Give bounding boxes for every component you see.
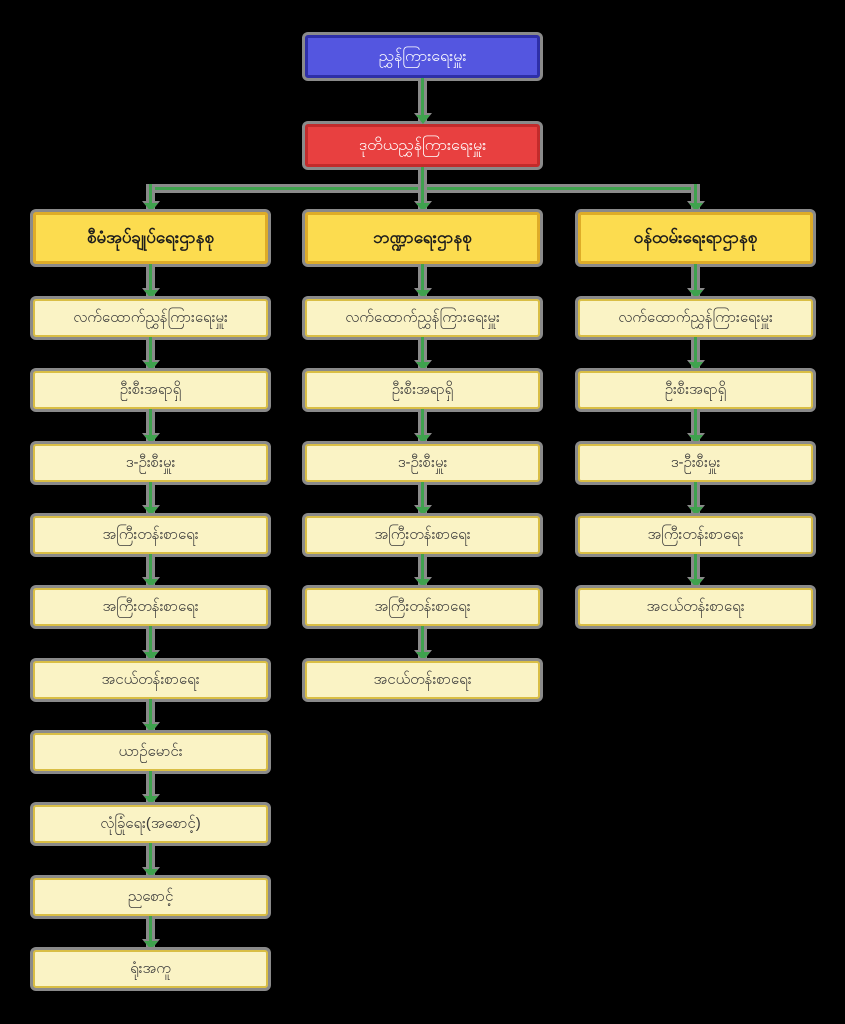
node-position: လက်ထောက်ညွှန်ကြားရေးမှူး — [33, 299, 268, 337]
arrow-shaft — [421, 264, 424, 292]
node-position: အငယ်တန်းစာရေး — [305, 661, 540, 699]
arrow-shaft — [694, 183, 697, 205]
node-position: အကြီးတန်းစာရေး — [305, 516, 540, 554]
node-deputy-director: ဒုတိယညွှန်ကြားရေးမှူး — [305, 124, 540, 167]
arrowhead-down-icon — [415, 435, 430, 444]
node-position: ယာဉ်မောင်း — [33, 733, 268, 771]
arrow-shaft — [149, 482, 152, 509]
arrowhead-down-icon — [143, 579, 158, 588]
arrowhead-down-icon — [688, 435, 703, 444]
arrowhead-down-icon — [415, 290, 430, 299]
arrow-shaft — [421, 554, 424, 581]
arrowhead-down-icon — [415, 115, 430, 124]
arrow-shaft — [421, 78, 424, 117]
arrow-shaft — [149, 771, 152, 798]
arrow-shaft — [421, 167, 424, 205]
arrowhead-down-icon — [143, 941, 158, 950]
arrowhead-down-icon — [143, 435, 158, 444]
arrowhead-down-icon — [415, 507, 430, 516]
arrowhead-down-icon — [143, 203, 158, 212]
node-position: ညစောင့် — [33, 878, 268, 916]
arrowhead-down-icon — [143, 869, 158, 878]
arrow-shaft — [149, 183, 152, 205]
arrowhead-down-icon — [143, 507, 158, 516]
arrowhead-down-icon — [415, 203, 430, 212]
arrowhead-down-icon — [688, 290, 703, 299]
arrow-shaft — [149, 916, 152, 943]
node-position: လက်ထောက်ညွှန်ကြားရေးမှူး — [578, 299, 813, 337]
node-position: အငယ်တန်းစာရေး — [578, 588, 813, 626]
node-department-header: ဝန်ထမ်းရေးရာဌာနစု — [578, 212, 813, 264]
arrow-shaft — [149, 699, 152, 726]
node-position: ဒ-ဦးစီးမှူး — [305, 444, 540, 482]
arrowhead-down-icon — [688, 579, 703, 588]
node-position: လုံခြုံရေး(အစောင့်) — [33, 805, 268, 843]
arrowhead-down-icon — [688, 203, 703, 212]
arrow-shaft — [149, 843, 152, 871]
arrowhead-down-icon — [415, 579, 430, 588]
node-director: ညွှန်ကြားရေးမှူး — [305, 35, 540, 78]
arrow-shaft — [694, 337, 697, 364]
arrowhead-down-icon — [415, 652, 430, 661]
arrowhead-down-icon — [688, 507, 703, 516]
arrowhead-down-icon — [143, 724, 158, 733]
arrow-shaft — [149, 554, 152, 581]
node-position: အကြီးတန်းစာရေး — [33, 588, 268, 626]
node-position: အငယ်တန်းစာရေး — [33, 661, 268, 699]
arrow-shaft — [149, 264, 152, 292]
arrow-shaft — [694, 482, 697, 509]
arrowhead-down-icon — [143, 652, 158, 661]
node-position: လက်ထောက်ညွှန်ကြားရေးမှူး — [305, 299, 540, 337]
arrow-shaft — [149, 626, 152, 654]
arrow-shaft — [421, 337, 424, 364]
arrow-shaft — [421, 409, 424, 437]
node-department-header: ဘဏ္ဍာရေးဌာနစု — [305, 212, 540, 264]
arrow-shaft — [694, 554, 697, 581]
arrowhead-down-icon — [143, 290, 158, 299]
node-position: ဒ-ဦးစီးမှူး — [33, 444, 268, 482]
node-position: အကြီးတန်းစာရေး — [305, 588, 540, 626]
node-position: ဦးစီးအရာရှိ — [305, 371, 540, 409]
arrow-shaft — [421, 482, 424, 509]
node-position: အကြီးတန်းစာရေး — [578, 516, 813, 554]
arrowhead-down-icon — [688, 362, 703, 371]
node-position: ရုံးအကူ — [33, 950, 268, 988]
node-position: ဒ-ဦးစီးမှူး — [578, 444, 813, 482]
arrowhead-down-icon — [143, 362, 158, 371]
node-department-header: စီမံအုပ်ချုပ်ရေးဌာနစု — [33, 212, 268, 264]
arrowhead-down-icon — [143, 796, 158, 805]
arrow-shaft — [694, 264, 697, 292]
arrow-shaft — [421, 626, 424, 654]
arrow-shaft — [694, 409, 697, 437]
arrow-shaft — [149, 409, 152, 437]
arrowhead-down-icon — [415, 362, 430, 371]
node-position: ဦးစီးအရာရှိ — [33, 371, 268, 409]
arrow-shaft — [149, 337, 152, 364]
node-position: အကြီးတန်းစာရေး — [33, 516, 268, 554]
node-position: ဦးစီးအရာရှိ — [578, 371, 813, 409]
